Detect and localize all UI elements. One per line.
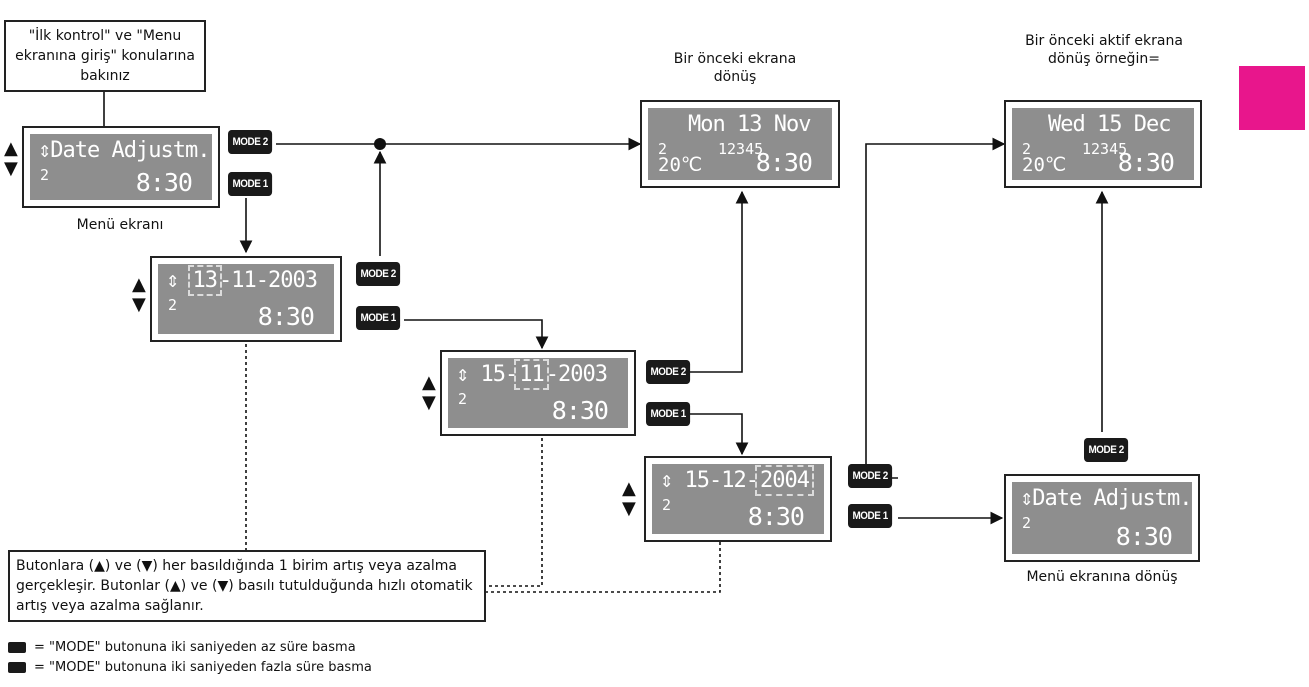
reference-note-text: "İlk kontrol" ve "Menu ekranına giriş" k…: [15, 28, 195, 84]
year-value: -2003: [545, 362, 608, 387]
mode2-button-s2: MODE 2: [356, 262, 401, 286]
date-rest: -11-2003: [219, 268, 318, 293]
updown-icon: ⇕: [1020, 486, 1033, 511]
screen-line2: 2: [1022, 140, 1032, 158]
updown-icon: ⇕: [456, 362, 469, 387]
updown-icon: ⇕: [38, 138, 51, 163]
down-arrow-icon: ▼: [622, 498, 636, 519]
screen-time: 8:30: [1117, 148, 1175, 177]
screen-time: 8:30: [135, 168, 193, 197]
daymonth-value: 15-12-: [684, 468, 759, 493]
previous-screen-caption: Bir önceki ekrana dönüş: [673, 51, 797, 85]
day-adjust-screen: ⇕ 13-11-2003 2 8:30: [150, 256, 342, 342]
screen-line1: Date Adjustm.: [1032, 486, 1192, 511]
year-field: 2004: [754, 465, 814, 496]
screen-time: 8:30: [755, 148, 813, 177]
down-arrow-icon: ▼: [422, 392, 436, 413]
previous-screen: Mon 13 Nov 2 12345 20℃ 8:30: [640, 100, 840, 188]
up-arrow-icon: ▲: [422, 372, 436, 393]
mode2-button-s5: MODE 2: [1084, 438, 1129, 462]
previous-active-screen: Wed 15 Dec 2 12345 20℃ 8:30: [1004, 100, 1202, 188]
screen-line2: 2: [168, 296, 178, 314]
screen-line1: Wed 15 Dec: [1048, 112, 1171, 137]
info-box: Butonlara (▲) ve (▼) her basıldığında 1 …: [8, 550, 486, 622]
menu-screen: ⇕Date Adjustm. 2 8:30: [22, 126, 220, 208]
day-value: 15-: [480, 362, 519, 387]
legend-long: = "MODE" butonuna iki saniyeden fazla sü…: [8, 660, 372, 675]
down-arrow-icon: ▼: [4, 158, 18, 179]
mode1-button-s1: MODE 1: [228, 172, 273, 196]
year-adjust-screen: ⇕ 15-12-2004 2 8:30: [644, 456, 832, 542]
screen-line1: Mon 13 Nov: [688, 112, 811, 137]
previous-active-screen-caption: Bir önceki aktif ekrana dönüş örneğin=: [1025, 33, 1183, 67]
down-arrow-icon: ▼: [132, 294, 146, 315]
return-menu-screen: ⇕Date Adjustm. 2 8:30: [1004, 474, 1200, 562]
screen-line2: 2: [1022, 514, 1032, 532]
screen-line1: Date Adjustm.: [50, 138, 210, 163]
screen-temp: 20℃: [658, 154, 703, 176]
return-menu-caption: Menü ekranına dönüş: [1026, 569, 1178, 585]
mode2-chip-icon: [8, 662, 26, 673]
screen-time: 8:30: [257, 302, 315, 331]
day-field: 13: [187, 265, 222, 296]
legend-long-text: = "MODE" butonuna iki saniyeden fazla sü…: [34, 660, 372, 675]
screen-temp: 20℃: [1022, 154, 1067, 176]
month-adjust-screen: ⇕ 15-11-2003 2 8:30: [440, 350, 636, 436]
up-arrow-icon: ▲: [4, 138, 18, 159]
screen-line2: 2: [458, 390, 468, 408]
screen-time: 8:30: [1115, 522, 1173, 551]
mode2-button-s3: MODE 2: [646, 360, 691, 384]
screen-code: 12345: [1082, 140, 1128, 158]
info-text: Butonlara (▲) ve (▼) her basıldığında 1 …: [16, 558, 473, 614]
updown-icon: ⇕: [660, 468, 673, 493]
mode2-button-s4: MODE 2: [848, 464, 893, 488]
updown-icon: ⇕: [166, 268, 179, 293]
screen-line2: 2: [662, 496, 672, 514]
accent-tab: [1239, 66, 1305, 130]
up-arrow-icon: ▲: [622, 478, 636, 499]
mode1-chip-icon: [8, 642, 26, 653]
mode1-button-s4: MODE 1: [848, 504, 893, 528]
screen-time: 8:30: [551, 396, 609, 425]
mode1-button-s3: MODE 1: [646, 402, 691, 426]
reference-note-box: "İlk kontrol" ve "Menu ekranına giriş" k…: [4, 20, 206, 92]
legend-short: = "MODE" butonuna iki saniyeden az süre …: [8, 640, 356, 655]
screen-code: 12345: [718, 140, 764, 158]
menu-screen-caption: Menü ekranı: [76, 217, 164, 233]
screen-time: 8:30: [747, 502, 805, 531]
legend-short-text: = "MODE" butonuna iki saniyeden az süre …: [34, 640, 356, 655]
month-field: 11: [514, 359, 549, 390]
mode1-button-s2: MODE 1: [356, 306, 401, 330]
mode2-button-s1: MODE 2: [228, 130, 273, 154]
up-arrow-icon: ▲: [132, 274, 146, 295]
screen-line2: 2: [658, 140, 668, 158]
screen-line2: 2: [40, 166, 50, 184]
